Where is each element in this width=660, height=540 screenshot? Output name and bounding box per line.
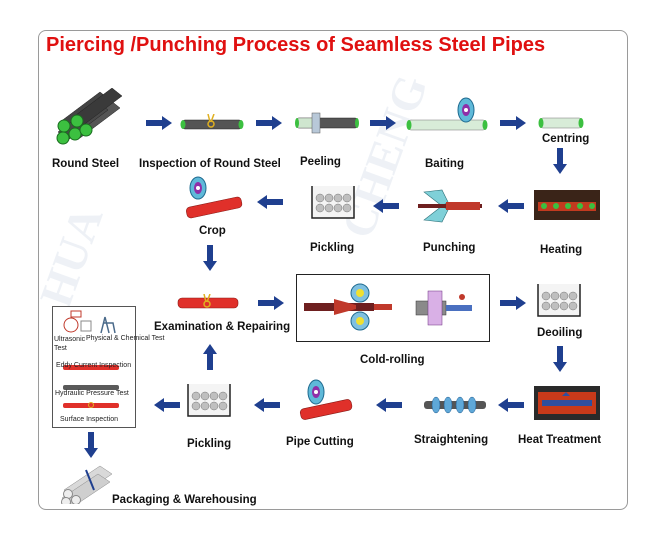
arrow-down-3: [553, 346, 567, 372]
centring-illustration: [538, 117, 584, 129]
label-pipe-cutting: Pipe Cutting: [286, 436, 354, 448]
cold-rolling-illustration: [304, 283, 472, 331]
ultrasonic-test-label-1: Ultrasonic: [54, 336, 86, 343]
arrow-left-2: [373, 199, 399, 213]
crop-illustration: [186, 176, 243, 219]
arrow-left-6: [254, 398, 280, 412]
round-steel-illustration: [56, 88, 123, 145]
arrow-left-3: [257, 195, 283, 209]
deoiling-tank-illustration: [537, 284, 581, 317]
hydraulic-pressure-label: Hydraulic Pressure Test: [55, 390, 129, 397]
examination-illustration: [177, 294, 239, 309]
label-baiting: Baiting: [425, 158, 464, 170]
label-deoiling: Deoiling: [537, 327, 583, 339]
arrow-right-5: [258, 296, 284, 310]
arrow-right-6: [500, 296, 526, 310]
inspection-box-illustration: [63, 310, 119, 408]
inspection-round-steel-illustration: [180, 114, 244, 130]
label-pickling-1: Pickling: [310, 242, 355, 254]
arrow-left-7: [154, 398, 180, 412]
physical-chemical-test-label: Physical & Chemical Test: [86, 335, 165, 342]
label-crop: Crop: [199, 225, 226, 237]
straightening-illustration: [424, 396, 486, 414]
label-round-steel: Round Steel: [52, 158, 120, 170]
diagram-frame: [38, 30, 628, 510]
label-heating: Heating: [540, 244, 583, 256]
heating-illustration: [534, 190, 600, 220]
eddy-current-label: Eddy Current Inspection: [56, 362, 132, 369]
label-punching: Punching: [423, 242, 476, 254]
label-inspection-round-steel: Inspection of Round Steel: [139, 158, 281, 170]
label-peeling: Peeling: [300, 156, 341, 168]
label-packaging-warehousing: Packaging & Warehousing: [112, 494, 257, 506]
arrow-left-5: [376, 398, 402, 412]
label-centring: Centring: [542, 133, 590, 145]
arrow-left-1: [498, 199, 524, 213]
label-examination-repairing: Examination & Repairing: [154, 321, 291, 333]
arrow-right-1: [146, 116, 172, 130]
arrow-down-2: [203, 245, 217, 271]
baiting-illustration: [406, 97, 488, 131]
diagram-title: Piercing /Punching Process of Seamless S…: [46, 34, 546, 56]
arrow-right-4: [500, 116, 526, 130]
heat-treatment-illustration: [534, 386, 600, 420]
punching-illustration: [418, 189, 482, 223]
pickling-tank-illustration-1: [311, 186, 355, 219]
surface-inspection-label: Surface Inspection: [60, 416, 118, 423]
label-straightening: Straightening: [414, 434, 489, 446]
label-pickling-2: Pickling: [187, 438, 232, 450]
arrow-right-3: [370, 116, 396, 130]
arrow-down-4: [84, 432, 98, 458]
peeling-illustration: [295, 112, 359, 134]
arrow-up-1: [203, 344, 217, 370]
label-cold-rolling: Cold-rolling: [360, 354, 425, 366]
ultrasonic-test-label-2: Test: [54, 345, 67, 352]
packaging-illustration: [61, 465, 113, 504]
label-heat-treatment: Heat Treatment: [518, 434, 602, 446]
pickling-tank-illustration-2: [187, 384, 231, 417]
pipe-cutting-illustration: [299, 379, 353, 420]
arrow-left-4: [498, 398, 524, 412]
arrow-right-2: [256, 116, 282, 130]
arrow-down-1: [553, 148, 567, 174]
